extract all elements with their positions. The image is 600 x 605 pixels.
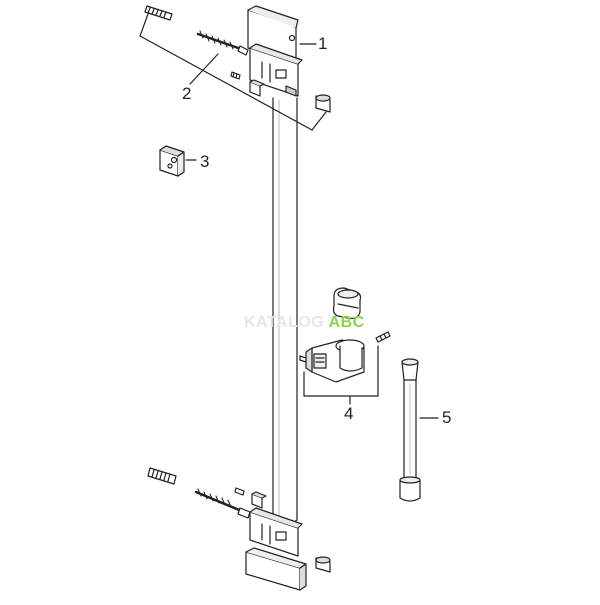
bottom-screw-1 [147,467,177,485]
holder-cradle-top [332,287,362,319]
bottom-screw-2 [194,488,251,519]
mounting-plate [159,145,185,177]
shower-hose [399,358,421,502]
holder-screw [375,331,391,343]
slider-small-pin [299,355,307,363]
bottom-end-cap [245,547,307,591]
bottom-small-pin [234,487,245,496]
callout-4-leaders [303,345,379,405]
bottom-wall-plug [315,556,331,573]
callout-2: 2 [182,84,192,103]
callout-4: 4 [344,404,354,423]
watermark-faint-text: KATALOG [244,314,325,331]
bottom-small-clip [251,491,267,509]
callout-1: 1 [318,34,328,53]
watermark-logo: KATALOG ABC [244,314,365,332]
slide-bar [272,97,298,526]
top-wall-plug [315,94,331,113]
top-screw-2 [196,30,249,56]
callout-3: 3 [200,152,210,171]
small-clip [249,79,265,97]
slider-body [305,339,365,383]
watermark-accent-text: ABC [328,314,365,331]
bottom-wall-bracket [249,507,303,557]
top-screw-1 [144,5,173,21]
callout-5: 5 [442,408,452,427]
small-pin [230,71,241,80]
callout-2-leaders [139,13,327,131]
